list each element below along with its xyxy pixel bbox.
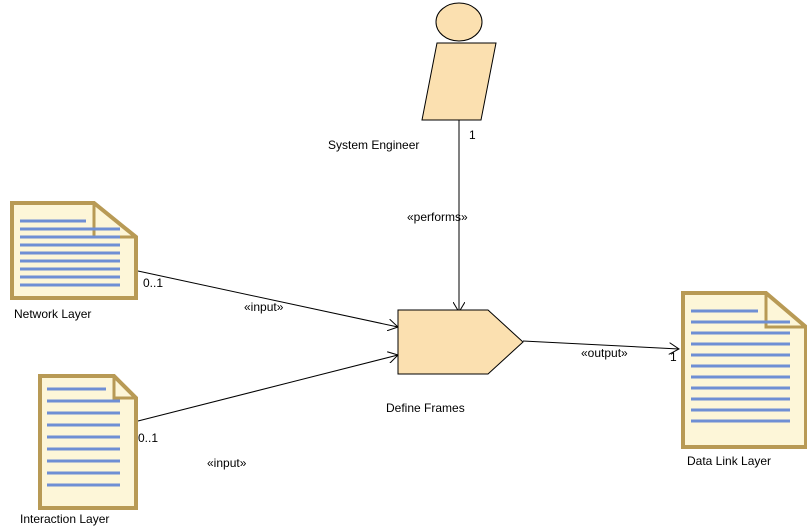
- network-input-stereotype: «input»: [244, 300, 284, 314]
- network-input-connector[interactable]: [137, 270, 398, 327]
- data-link-layer-label: Data Link Layer: [687, 454, 771, 468]
- document-fold: [112, 376, 136, 400]
- doc-data-link-layer[interactable]: [681, 291, 807, 449]
- performer-head-shape: [435, 2, 483, 42]
- performer-multiplicity: 1: [469, 128, 476, 142]
- document-fold: [764, 293, 806, 329]
- performer-body-shape: [421, 42, 497, 121]
- doc-network-layer[interactable]: [10, 201, 138, 300]
- interaction-layer-multiplicity: 0..1: [138, 431, 158, 445]
- performer-label: System Engineer: [328, 138, 419, 152]
- output-stereotype: «output»: [581, 346, 628, 360]
- interaction-input-stereotype: «input»: [207, 456, 247, 470]
- doc-interaction-layer[interactable]: [38, 374, 138, 510]
- document-icon: [681, 291, 807, 449]
- document-lines: [20, 219, 120, 287]
- task-define-frames-shape[interactable]: [397, 309, 524, 375]
- interaction-input-connector[interactable]: [137, 355, 398, 422]
- network-layer-label: Network Layer: [14, 307, 91, 321]
- document-lines: [47, 387, 120, 487]
- task-label: Define Frames: [386, 401, 465, 415]
- document-icon: [38, 374, 138, 510]
- interaction-layer-label: Interaction Layer: [20, 512, 109, 526]
- output-connector[interactable]: [522, 340, 679, 349]
- data-link-layer-multiplicity: 1: [670, 350, 677, 364]
- network-layer-multiplicity: 0..1: [143, 276, 163, 290]
- document-icon: [10, 201, 138, 300]
- document-lines: [691, 309, 790, 423]
- performer-system-engineer[interactable]: [421, 2, 497, 121]
- performs-stereotype-label: «performs»: [407, 210, 468, 224]
